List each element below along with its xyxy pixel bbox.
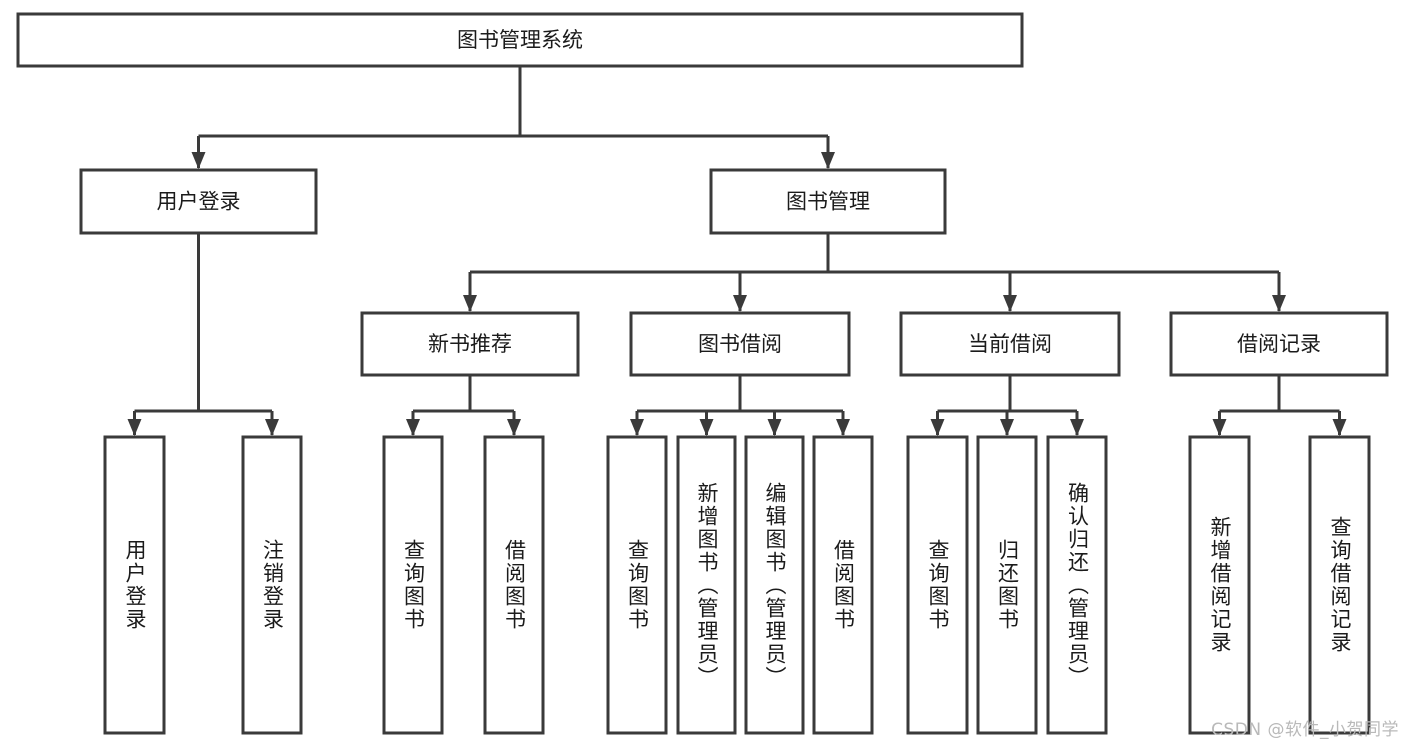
arrow-head-icon-新书推荐-to-leaf-0	[406, 419, 420, 436]
watermark-text: CSDN @软件_小贺同学	[1211, 720, 1399, 740]
node-leaf-7-借阅图书[interactable]	[812, 435, 874, 735]
node-level3-当前借阅[interactable]	[899, 311, 1121, 377]
node-level3-新书推荐[interactable]	[360, 311, 580, 377]
node-level3-label-0: 新书推荐	[428, 332, 512, 356]
arrow-head-icon-图书借阅-to-leaf-2	[767, 419, 782, 436]
node-leaf-9-归还图书[interactable]	[976, 435, 1038, 735]
node-root-label: 图书管理系统	[457, 28, 583, 52]
arrow-head-icon-图书借阅-to-leaf-3	[836, 419, 850, 436]
arrow-head-icon-图书借阅-to-leaf-1	[699, 419, 714, 436]
node-level3-label-2: 当前借阅	[968, 332, 1052, 356]
arrow-head-icon-bookmgmt-to-level3-1	[733, 295, 747, 312]
node-leaf-10-确认归还管理员[interactable]	[1046, 435, 1108, 735]
node-leaf-1-注销登录[interactable]	[241, 435, 303, 735]
node-leaf-5-新增图书管理员[interactable]	[676, 435, 737, 735]
arrow-head-icon-root-to-level2-1	[821, 152, 835, 169]
arrow-head-icon-借阅记录-to-leaf-0	[1212, 419, 1227, 436]
node-leaf-11-新增借阅记录[interactable]	[1188, 435, 1251, 735]
arrow-head-icon-用户登录-to-leaf-0	[127, 419, 142, 436]
node-level2-label-0: 用户登录	[157, 190, 241, 214]
arrow-head-icon-当前借阅-to-leaf-2	[1070, 419, 1084, 436]
node-level3-借阅记录[interactable]	[1169, 311, 1389, 377]
arrow-head-icon-图书借阅-to-leaf-0	[630, 419, 644, 436]
node-leaf-8-查询图书[interactable]	[906, 435, 969, 735]
node-leaf-3-借阅图书[interactable]	[483, 435, 545, 735]
node-leaf-4-查询图书[interactable]	[606, 435, 668, 735]
node-level2-图书管理[interactable]	[709, 168, 947, 235]
arrow-head-icon-当前借阅-to-leaf-0	[930, 419, 945, 436]
arrow-head-icon-借阅记录-to-leaf-1	[1332, 419, 1347, 436]
node-level2-用户登录[interactable]	[79, 168, 318, 235]
node-leaf-0-用户登录[interactable]	[103, 435, 166, 735]
node-box-layer	[16, 12, 1389, 735]
arrow-head-icon-root-to-level2-0	[191, 152, 206, 169]
node-leaf-2-查询图书[interactable]	[382, 435, 444, 735]
arrow-head-icon-bookmgmt-to-level3-3	[1272, 295, 1286, 312]
node-level3-label-3: 借阅记录	[1237, 332, 1321, 356]
arrow-head-icon-bookmgmt-to-level3-2	[1003, 295, 1017, 312]
node-leaf-6-编辑图书管理员[interactable]	[744, 435, 805, 735]
node-level3-图书借阅[interactable]	[629, 311, 851, 377]
arrow-head-icon-当前借阅-to-leaf-1	[1000, 419, 1014, 436]
node-leaf-12-查询借阅记录[interactable]	[1308, 435, 1371, 735]
node-level2-label-1: 图书管理	[786, 190, 870, 214]
arrow-head-icon-新书推荐-to-leaf-1	[507, 419, 521, 436]
arrow-head-icon-bookmgmt-to-level3-0	[463, 295, 477, 312]
connector-layer	[127, 66, 1347, 436]
arrow-head-icon-用户登录-to-leaf-1	[265, 419, 279, 436]
node-root-图书管理系统[interactable]	[16, 12, 1024, 68]
node-level3-label-1: 图书借阅	[698, 332, 782, 356]
